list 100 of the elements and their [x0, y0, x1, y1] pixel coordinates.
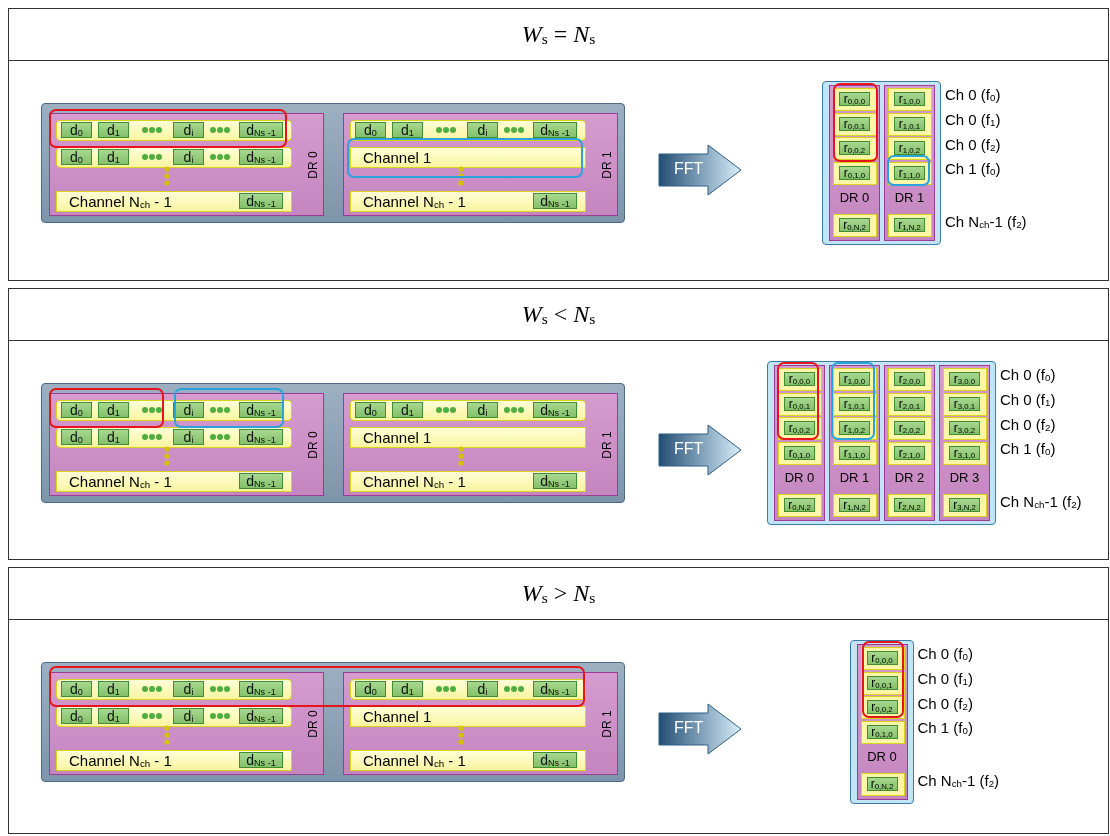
- result-chip: r$_{1,1,0}$: [839, 445, 870, 460]
- channel-frequency-label: Ch N$_{ch}$-1 (f$_{2}$): [1000, 493, 1082, 510]
- sample-chip: d$_{0}$: [61, 429, 92, 445]
- result-slot: [888, 88, 932, 111]
- channel-frequency-label: Ch 0 (f$_{2}$): [945, 136, 1001, 153]
- sample-chip: d$_{1}$: [98, 429, 129, 445]
- channel-frequency-label: Ch 0 (f$_{2}$): [1000, 416, 1056, 433]
- fft-arrow: [658, 703, 742, 755]
- sample-chip: d$_{0}$: [61, 681, 92, 697]
- sample-chip: d$_{1}$: [98, 681, 129, 697]
- region-column: [884, 365, 935, 521]
- sample-chip: d$_{i}$: [467, 402, 498, 418]
- result-slot: [833, 392, 877, 416]
- sample-chip: d$_{Ns -1}$: [239, 708, 283, 724]
- sample-chip: d$_{0}$: [61, 402, 92, 418]
- result-slot: [778, 368, 822, 391]
- result-slot: [888, 112, 932, 136]
- result-chip: r$_{3,0,1}$: [949, 396, 980, 411]
- channel-bar: [350, 120, 586, 141]
- result-slot: [833, 112, 877, 136]
- sample-chip: d$_{i}$: [173, 402, 204, 418]
- result-chip: r$_{0,N,2}$: [866, 777, 898, 791]
- channel-bar: [350, 147, 586, 168]
- sample-chip: d$_{Ns -1}$: [533, 122, 577, 138]
- result-chip: r$_{1,N,2}$: [894, 218, 925, 232]
- sample-chip: d$_{Ns -1}$: [533, 402, 577, 418]
- region-column: [774, 365, 825, 521]
- channel-bar: [56, 679, 292, 700]
- panel-title: W$_{s}$ = N$_{s}$: [520, 21, 597, 48]
- channel-bar: [350, 679, 586, 700]
- result-chip: r$_{0,0,0}$: [866, 651, 898, 665]
- channel-label: Channel N$_{ch}$ - 1: [363, 193, 466, 210]
- data-region-block: [343, 393, 618, 496]
- arrow-label: FFT: [674, 160, 704, 178]
- sample-chip: d$_{Ns -1}$: [239, 402, 283, 418]
- memory-frame: [41, 383, 625, 503]
- sample-chip: d$_{Ns -1}$: [239, 752, 283, 768]
- region-label: DR 2: [893, 470, 926, 485]
- sample-chip: d$_{i}$: [173, 149, 204, 165]
- result-chip: r$_{0,1,0}$: [839, 165, 870, 180]
- sample-chip: d$_{Ns -1}$: [239, 473, 283, 489]
- result-chip: r$_{1,0,2}$: [839, 421, 870, 435]
- sample-chip: d$_{Ns -1}$: [239, 149, 283, 165]
- sample-chip: d$_{Ns -1}$: [533, 193, 577, 209]
- result-chip: r$_{2,1,0}$: [894, 445, 925, 460]
- result-slot: [888, 214, 932, 237]
- sample-chip: d$_{0}$: [355, 122, 386, 138]
- result-slot: [860, 720, 905, 744]
- channel-frequency-label: Ch 0 (f$_{0}$): [917, 645, 973, 662]
- result-slot: [778, 392, 822, 416]
- result-chip: r$_{0,0,1}$: [784, 396, 815, 411]
- result-chip: r$_{3,N,2}$: [949, 498, 980, 512]
- result-slot: [833, 494, 877, 517]
- channel-frequency-label: Ch 0 (f$_{1}$): [1000, 391, 1056, 408]
- channel-frequency-label: Ch 0 (f$_{1}$): [945, 111, 1001, 128]
- channel-bar: [56, 400, 292, 421]
- result-slot: [833, 441, 877, 465]
- result-chip: r$_{1,N,2}$: [839, 498, 870, 512]
- channel-label: Channel N$_{ch}$ - 1: [69, 473, 172, 490]
- sample-chip: d$_{Ns -1}$: [533, 473, 577, 489]
- sample-chip: d$_{Ns -1}$: [533, 681, 577, 697]
- region-label: DR 0: [838, 190, 871, 205]
- result-chip: r$_{0,N,2}$: [784, 498, 815, 512]
- result-slot: [943, 392, 987, 416]
- sample-chip: d$_{i}$: [173, 122, 204, 138]
- sample-chip: d$_{1}$: [392, 122, 423, 138]
- channel-frequency-label: Ch 0 (f$_{0}$): [945, 86, 1001, 103]
- result-chip: r$_{1,0,0}$: [894, 92, 925, 106]
- region-column: [939, 365, 990, 521]
- result-chip: r$_{0,1,0}$: [866, 724, 898, 739]
- sample-chip: d$_{Ns -1}$: [533, 752, 577, 768]
- sample-chip: d$_{1}$: [392, 681, 423, 697]
- region-label: DR 1: [838, 470, 871, 485]
- sample-chip: d$_{i}$: [467, 681, 498, 697]
- region-column: [884, 85, 935, 241]
- sample-chip: d$_{i}$: [173, 708, 204, 724]
- region-column: [829, 365, 880, 521]
- channel-label: Channel 1: [363, 149, 432, 166]
- result-chip: r$_{0,0,2}$: [784, 421, 815, 435]
- result-chip: r$_{2,0,2}$: [894, 421, 925, 435]
- sample-chip: d$_{Ns -1}$: [239, 122, 283, 138]
- fft-arrow: [658, 144, 742, 196]
- channel-frequency-label: Ch 1 (f$_{0}$): [1000, 440, 1056, 457]
- sample-chip: d$_{Ns -1}$: [239, 193, 283, 209]
- channel-bar: [350, 400, 586, 421]
- result-slot: [833, 137, 877, 160]
- result-chip: r$_{0,1,0}$: [784, 445, 815, 460]
- result-chip: r$_{3,1,0}$: [949, 445, 980, 460]
- region-label: DR 0: [866, 749, 898, 764]
- result-chip: r$_{0,0,2}$: [866, 700, 898, 714]
- channel-bar: [56, 750, 292, 771]
- channel-bar: [350, 191, 586, 212]
- result-slot: [860, 671, 905, 695]
- fft-arrow: [658, 424, 742, 476]
- channel-frequency-label: Ch 0 (f$_{0}$): [1000, 366, 1056, 383]
- sample-chip: d$_{i}$: [173, 681, 204, 697]
- channel-frequency-label: Ch N$_{ch}$-1 (f$_{2}$): [945, 213, 1027, 230]
- result-chip: r$_{3,0,2}$: [949, 421, 980, 435]
- panel: [8, 567, 1109, 834]
- channel-frequency-label: Ch 1 (f$_{0}$): [917, 719, 973, 736]
